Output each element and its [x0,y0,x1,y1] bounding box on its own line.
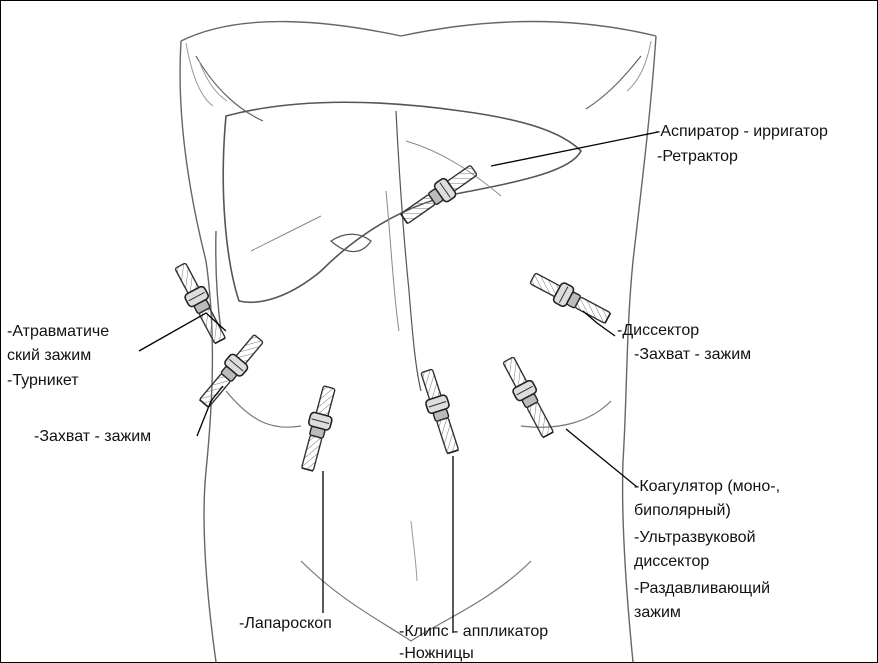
label-laparoscope: -Лапароскоп [239,613,332,635]
trocar-laparoscope [297,385,340,473]
label-tourniquet: -Турникет [7,370,79,392]
label-ultrasonic-dissector-line1: -Ультразвуковой [634,527,756,549]
label-coagulator-line2: биполярный) [634,500,731,522]
label-crushing-clamp-line1: -Раздавливающий [634,578,770,600]
label-aspirator-irrigator: -Аспиратор - ирригатор [655,121,828,143]
label-grasper-clamp-right: -Захват - зажим [634,344,751,366]
trocar-upper [398,161,480,228]
label-grasper-clamp-left: -Захват - зажим [34,426,151,448]
leader-aspirator [491,132,658,166]
label-retractor: -Ретрактор [657,146,738,168]
label-ultrasonic-dissector-line2: диссектор [634,551,709,573]
label-scissors: -Ножницы [399,643,474,663]
lower-abdomen-outline [226,391,611,641]
leader-coagulator [566,429,637,487]
trocar-clip-applier [416,368,463,456]
trocar-left-lower [196,331,267,410]
trocar-right-upper [528,269,613,328]
label-dissector: -Диссектор [617,320,699,342]
label-atraumatic-clamp-line1: -Атравматиче [7,321,109,343]
label-clip-applier: -Клипс - аппликатор [399,621,548,643]
label-crushing-clamp-line2: зажим [634,602,681,624]
label-atraumatic-clamp-line2: ский зажим [7,345,91,367]
liver-outline [216,102,581,391]
trocar-left-upper [171,261,230,346]
label-coagulator-line1: -Коагулятор (моно-, [634,476,780,498]
